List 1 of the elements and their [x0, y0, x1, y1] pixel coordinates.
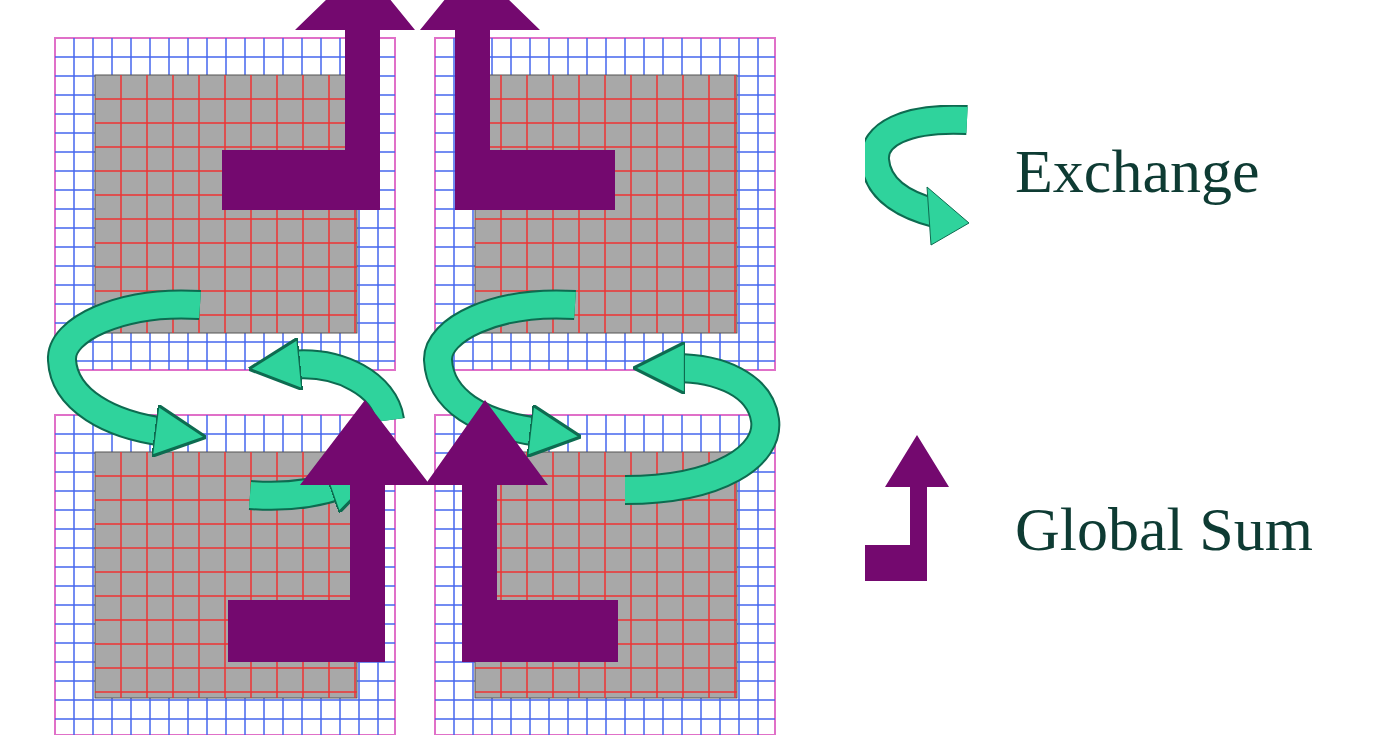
legend-label: Global Sum [1015, 498, 1313, 560]
